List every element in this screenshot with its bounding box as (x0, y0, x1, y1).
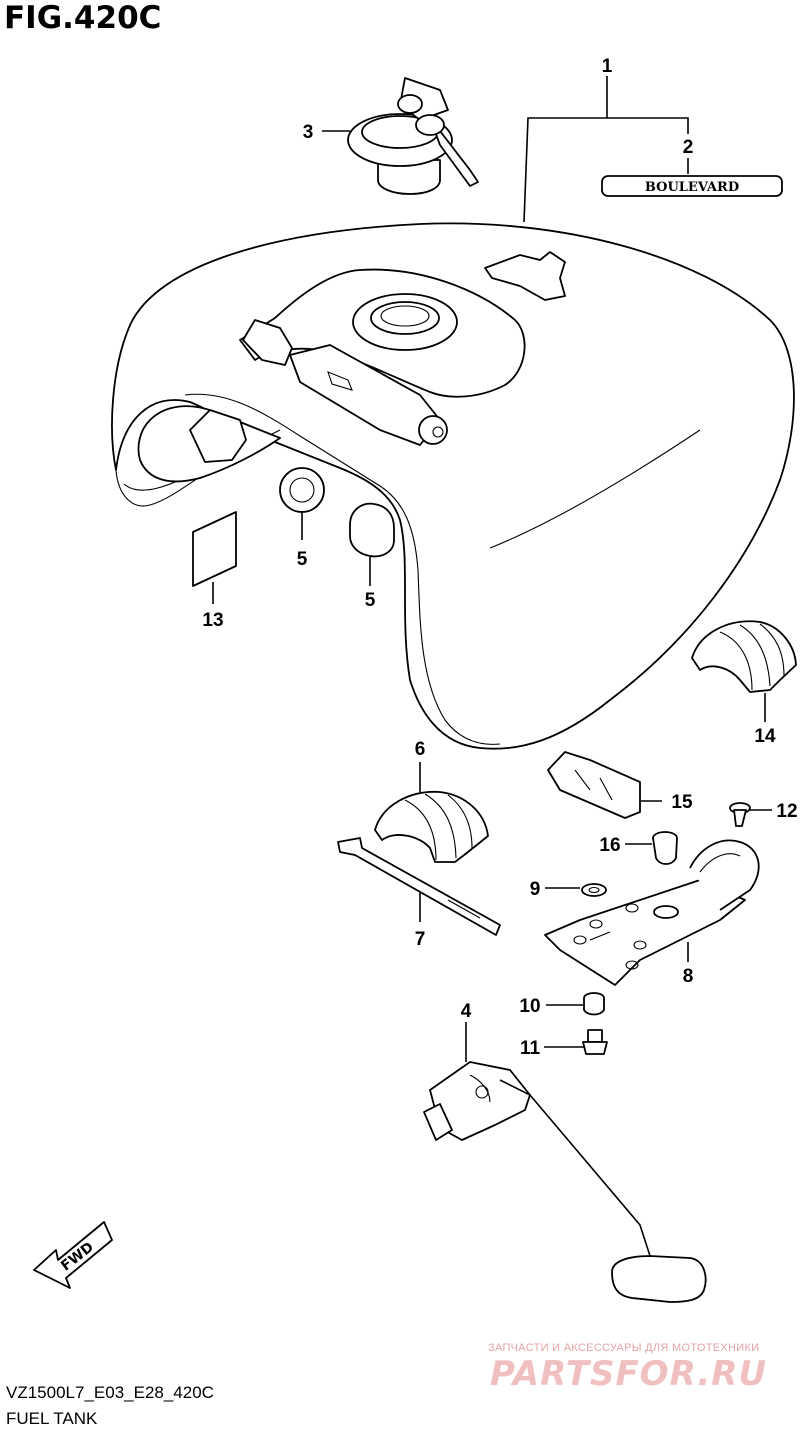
washer-icon (581, 883, 607, 897)
fuel-cap-icon (347, 77, 479, 195)
callout-2: 2 (683, 137, 694, 158)
bolt-icon (582, 1029, 608, 1055)
watermark-logo: PARTSFOR.RU (490, 1354, 768, 1394)
figure-title: FIG.420C (4, 0, 162, 36)
cushion-icon (279, 467, 395, 558)
callout-1: 1 (602, 56, 613, 77)
label-icon (192, 511, 237, 587)
callout-12: 12 (776, 801, 797, 822)
callout-6: 6 (415, 739, 426, 760)
emblem-text: BOULEVARD (645, 180, 739, 195)
callout-9: 9 (530, 879, 541, 900)
watermark-tagline: ЗАПЧАСТИ И АКСЕССУАРЫ ДЛЯ МОТОТЕХНИКИ (488, 1342, 760, 1354)
rear-cushion-icon (691, 620, 797, 693)
callout-14: 14 (754, 726, 776, 747)
bracket-icon (544, 839, 760, 986)
callout-5b: 5 (365, 590, 376, 611)
leader-lines (212, 76, 772, 1062)
callout-13: 13 (202, 610, 223, 631)
cable-tie-icon (337, 837, 501, 936)
callout-labels: 1 2 3 4 5 5 6 7 8 9 10 11 12 13 14 15 16 (202, 56, 797, 1059)
rubber-cushion-icon (374, 791, 489, 863)
fuel-level-gauge-icon (423, 1061, 707, 1303)
figure-name: FUEL TANK (6, 1409, 98, 1428)
callout-4: 4 (461, 1001, 472, 1022)
fuel-tank-icon (111, 222, 795, 750)
callout-7: 7 (415, 929, 426, 950)
screw-icon (729, 802, 751, 827)
callout-15: 15 (671, 792, 693, 813)
damper-icon (652, 831, 678, 865)
callout-5a: 5 (297, 549, 308, 570)
callout-8: 8 (683, 966, 694, 987)
grommet-icon (583, 992, 605, 1016)
callout-16: 16 (599, 835, 620, 856)
callout-10: 10 (519, 996, 540, 1017)
fwd-arrow-icon: FWD (33, 1221, 113, 1289)
callout-11: 11 (520, 1038, 541, 1059)
pad-icon (547, 751, 641, 819)
figure-model-code: VZ1500L7_E03_E28_420C (6, 1383, 214, 1402)
callout-3: 3 (303, 122, 314, 143)
emblem-icon: BOULEVARD (601, 175, 783, 197)
